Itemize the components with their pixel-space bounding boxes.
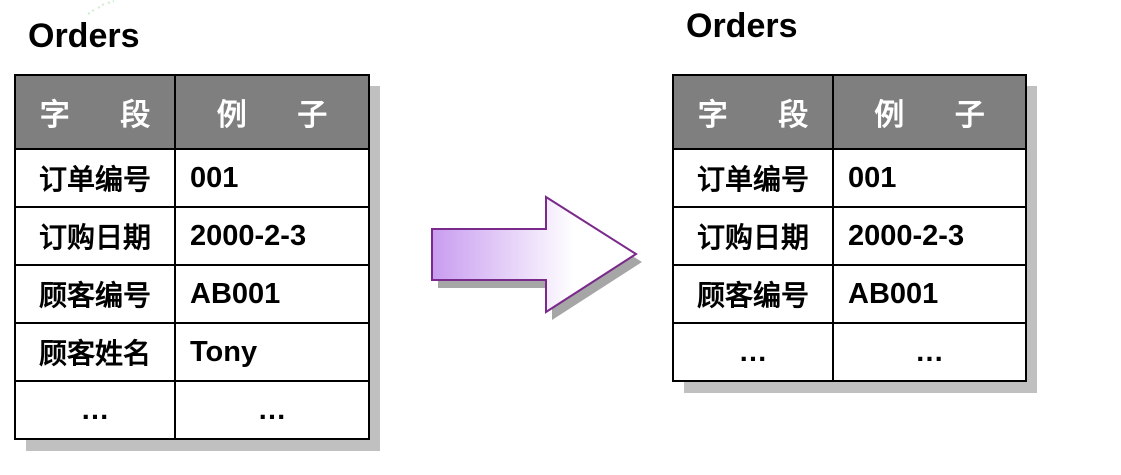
left-table-title: Orders (28, 17, 140, 55)
left-table: 字 段 例 子 订单编号 001 订购日期 2000-2-3 顾客编号 AB00… (14, 74, 370, 440)
left-header-field: 字 段 (14, 74, 176, 150)
arrow-body (431, 195, 638, 314)
right-table-header-row: 字 段 例 子 (672, 74, 1027, 150)
right-table-title: Orders (686, 7, 798, 45)
table-row: 顾客编号 AB001 (14, 264, 370, 324)
field-cell: 顾客编号 (672, 264, 834, 324)
field-cell: 订单编号 (14, 148, 176, 208)
value-cell: 2000-2-3 (832, 206, 1027, 266)
table-row: 订购日期 2000-2-3 (14, 206, 370, 266)
table-row: 顾客编号 AB001 (672, 264, 1027, 324)
value-cell: Tony (174, 322, 370, 382)
table-row: … … (14, 380, 370, 440)
table-row: 订单编号 001 (14, 148, 370, 208)
right-header-example: 例 子 (832, 74, 1027, 150)
value-cell: … (832, 322, 1027, 382)
table-row: … … (672, 322, 1027, 382)
right-header-field: 字 段 (672, 74, 834, 150)
field-cell: 顾客姓名 (14, 322, 176, 382)
field-cell: … (14, 380, 176, 440)
value-cell: 001 (174, 148, 370, 208)
right-arrow-icon (431, 195, 642, 320)
right-table-container: 字 段 例 子 订单编号 001 订购日期 2000-2-3 顾客编号 AB00… (672, 74, 1037, 393)
left-table-container: 字 段 例 子 订单编号 001 订购日期 2000-2-3 顾客编号 AB00… (14, 74, 380, 451)
field-cell: … (672, 322, 834, 382)
decorative-marks (87, 0, 115, 15)
value-cell: AB001 (174, 264, 370, 324)
value-cell: AB001 (832, 264, 1027, 324)
value-cell: … (174, 380, 370, 440)
value-cell: 001 (832, 148, 1027, 208)
left-table-header-row: 字 段 例 子 (14, 74, 370, 150)
field-cell: 订购日期 (672, 206, 834, 266)
table-row: 订单编号 001 (672, 148, 1027, 208)
field-cell: 顾客编号 (14, 264, 176, 324)
field-cell: 订购日期 (14, 206, 176, 266)
field-cell: 订单编号 (672, 148, 834, 208)
left-header-example: 例 子 (174, 74, 370, 150)
table-row: 订购日期 2000-2-3 (672, 206, 1027, 266)
table-row: 顾客姓名 Tony (14, 322, 370, 382)
right-table: 字 段 例 子 订单编号 001 订购日期 2000-2-3 顾客编号 AB00… (672, 74, 1027, 382)
value-cell: 2000-2-3 (174, 206, 370, 266)
